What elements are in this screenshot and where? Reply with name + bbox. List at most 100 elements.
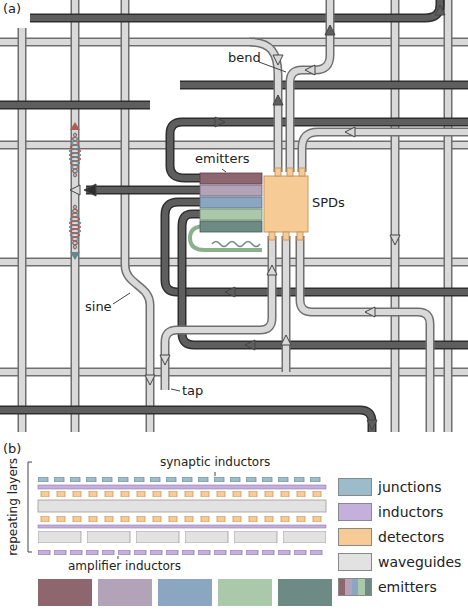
layer-stack-part <box>28 462 32 552</box>
junction-markers-part <box>215 117 225 127</box>
dark-waveguides-part <box>165 202 468 292</box>
panel-label: (a) <box>3 2 21 17</box>
neuron <box>190 168 308 250</box>
junction-markers-part <box>267 265 277 275</box>
neuron-part <box>299 168 305 176</box>
leader-lines-part <box>259 62 286 72</box>
neuron-part <box>200 221 262 232</box>
legend-text: inductors <box>378 504 443 520</box>
light-waveguides-part <box>18 28 27 432</box>
legend-text: junctions <box>378 479 441 495</box>
neuron-part <box>200 185 262 196</box>
synapse-waveguides-part <box>290 0 330 172</box>
wave-packets-part <box>70 133 81 177</box>
legend-swatch <box>338 578 372 596</box>
synapse-waveguides-part <box>290 0 330 172</box>
synapse-waveguides-part <box>283 236 289 372</box>
leader-lines-part <box>118 556 119 559</box>
junction-markers-part <box>160 355 170 365</box>
wave-packets-part <box>70 252 80 260</box>
bracket-label: repeating layers <box>7 458 21 556</box>
dark-waveguides-part <box>180 81 468 90</box>
wave-packets-part <box>70 205 81 249</box>
leader-lines-part <box>113 293 130 304</box>
neuron-part <box>200 173 262 184</box>
junction-markers-part <box>345 127 355 137</box>
layer-stack-part <box>38 500 326 512</box>
layer-stack-part <box>98 579 152 606</box>
wave-packets-part <box>70 205 81 249</box>
dark-waveguides-part <box>0 101 150 110</box>
light-waveguides-part <box>19 28 25 432</box>
layer-stack-part <box>38 550 326 555</box>
neuron-part <box>264 176 308 232</box>
callout-label: emitters <box>195 152 250 167</box>
junction-markers-part <box>390 235 400 245</box>
dark-waveguides-part <box>86 187 200 193</box>
legend-swatch <box>338 503 372 521</box>
light-waveguides-part <box>125 0 150 432</box>
light-waveguides-part <box>391 0 400 432</box>
synapse-waveguides-part <box>302 132 468 172</box>
legend-text: waveguides <box>378 554 461 570</box>
light-waveguides <box>0 0 468 432</box>
neuron-part <box>269 232 275 240</box>
dark-waveguides-part <box>182 214 468 345</box>
synapse-waveguides-part <box>282 236 291 372</box>
callout-label: SPDs <box>312 196 345 211</box>
junction-markers-part <box>84 184 96 196</box>
layer-stack <box>28 462 332 606</box>
junction-markers-part <box>70 185 80 195</box>
callout-label: tap <box>182 384 203 399</box>
synapse-waveguides <box>165 0 468 432</box>
junction-markers-part <box>273 55 283 65</box>
junction-markers-part <box>145 375 155 385</box>
layer-stack-part <box>38 525 326 528</box>
dark-waveguides-part <box>0 410 372 432</box>
legend-text: emitters <box>378 579 437 595</box>
junction-markers-part <box>281 335 291 345</box>
dark-waveguides-part <box>30 0 440 18</box>
dark-waveguides-part <box>180 82 468 88</box>
leader-lines-part <box>171 389 180 391</box>
wave-packets-part <box>70 133 81 177</box>
dark-waveguides-part <box>30 0 440 18</box>
junction-markers-part <box>225 287 235 297</box>
junction-markers <box>70 5 445 430</box>
layer-stack-part <box>38 579 92 606</box>
panel-label: (b) <box>3 442 21 457</box>
light-waveguides-part <box>392 0 398 432</box>
layer-stack-part <box>38 485 326 489</box>
neuron-part <box>200 209 262 220</box>
junction-markers-part <box>367 420 377 430</box>
junction-markers-part <box>325 25 335 35</box>
callout-label: bend <box>228 51 261 66</box>
junction-markers-part <box>435 5 445 15</box>
neuron-part <box>287 168 293 176</box>
light-waveguides-part <box>444 0 453 432</box>
light-waveguides-part <box>125 0 150 432</box>
dark-waveguides-part <box>0 102 150 108</box>
leader-lines <box>113 62 286 559</box>
dark-waveguides-part <box>182 214 468 345</box>
legend-text: detectors <box>378 529 444 545</box>
junction-markers-part <box>305 65 315 75</box>
neuron-part <box>283 232 289 240</box>
junction-markers-part <box>365 307 375 317</box>
legend-swatch <box>338 528 372 546</box>
callout-label: synaptic inductors <box>160 456 270 470</box>
layer-stack-part <box>38 491 326 497</box>
layer-stack-part <box>158 579 212 606</box>
dark-waveguides-part <box>170 122 468 178</box>
dark-waveguides-part <box>86 186 200 195</box>
synapse-waveguides-part <box>300 236 430 432</box>
synapse-waveguides-part <box>165 236 272 390</box>
light-waveguides-part <box>445 0 451 432</box>
layer-stack-part <box>38 531 326 543</box>
light-waveguides-part <box>71 0 80 432</box>
synapse-waveguides-part <box>165 236 272 390</box>
neuron-part <box>297 232 303 240</box>
wave-packets-part <box>70 122 80 130</box>
dark-waveguides <box>0 0 468 432</box>
